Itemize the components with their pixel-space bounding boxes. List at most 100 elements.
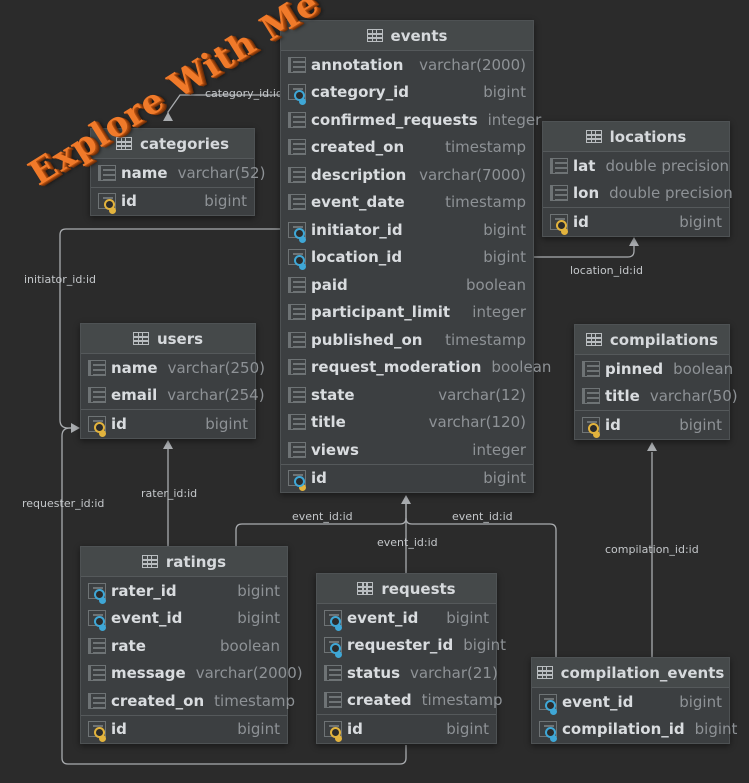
table-header-users[interactable]: users bbox=[81, 324, 255, 354]
column-name: name bbox=[111, 358, 158, 377]
rel-label-event-requests: event_id:id bbox=[377, 536, 438, 549]
column-name: views bbox=[311, 440, 359, 459]
arrow-head-locations bbox=[629, 237, 639, 246]
column-name: state bbox=[311, 385, 355, 404]
column-icon bbox=[288, 304, 306, 321]
column-icon bbox=[88, 637, 106, 654]
column-icon bbox=[88, 387, 106, 404]
column-type: bigint bbox=[205, 414, 248, 433]
column-type: boolean bbox=[220, 636, 280, 655]
column-type: bigint bbox=[237, 581, 280, 600]
column-name: title bbox=[311, 413, 346, 432]
column-name: confirmed_requests bbox=[311, 110, 478, 129]
column-type: bigint bbox=[483, 83, 526, 102]
column-row-requests-created[interactable]: created timestamp bbox=[317, 687, 503, 715]
table-header-ratings[interactable]: ratings bbox=[81, 547, 287, 577]
column-name: request_moderation bbox=[311, 358, 482, 377]
table-header-categories[interactable]: categories bbox=[91, 129, 254, 159]
rel-label-requester: requester_id:id bbox=[22, 497, 105, 510]
column-name: message bbox=[111, 664, 186, 683]
arrow-head-categories bbox=[163, 112, 173, 121]
column-type: integer bbox=[487, 110, 542, 129]
column-row-events-confirmed-requests[interactable]: confirmed_requests integer bbox=[281, 106, 541, 134]
column-name: id bbox=[111, 720, 127, 739]
table-header-requests[interactable]: requests bbox=[317, 574, 496, 604]
column-row-events-state[interactable]: state varchar(12) bbox=[281, 381, 533, 409]
column-name: created bbox=[347, 691, 412, 710]
column-type: varchar(12) bbox=[438, 385, 526, 404]
foreign-key-icon bbox=[88, 582, 106, 600]
table-header-compilations[interactable]: compilations bbox=[575, 325, 729, 355]
table-header-compilation-events[interactable]: compilation_events bbox=[532, 658, 729, 688]
column-name: initiator_id bbox=[311, 220, 403, 239]
column-name: id bbox=[121, 192, 137, 211]
column-name: name bbox=[121, 163, 168, 182]
column-name: id bbox=[347, 719, 363, 738]
foreign-key-icon bbox=[88, 610, 106, 628]
column-type: timestamp bbox=[421, 691, 503, 710]
table-header-events[interactable]: events bbox=[281, 21, 533, 51]
column-name: pinned bbox=[605, 359, 664, 378]
table-title-ratings: ratings bbox=[165, 552, 227, 571]
table-icon bbox=[366, 29, 383, 42]
column-icon bbox=[288, 359, 306, 376]
column-name: event_date bbox=[311, 193, 405, 212]
column-name: lat bbox=[573, 156, 596, 175]
column-icon bbox=[288, 414, 306, 431]
table-header-locations[interactable]: locations bbox=[543, 122, 729, 152]
column-icon bbox=[550, 157, 568, 174]
arrow-head-compilations bbox=[647, 442, 657, 451]
column-type: bigint bbox=[679, 212, 722, 231]
